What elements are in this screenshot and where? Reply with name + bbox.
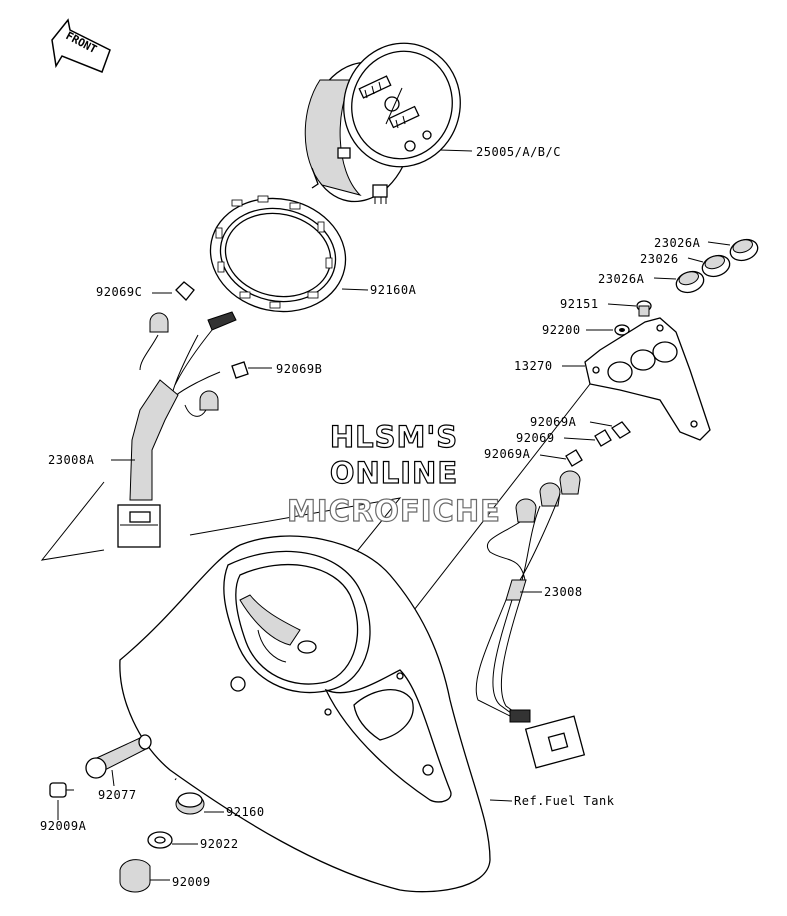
callout-92160: 92160: [226, 805, 265, 819]
callout-92069: 92069: [516, 431, 555, 445]
watermark-line3: MICROFICHE: [287, 494, 501, 528]
callout-13270: 13270: [514, 359, 553, 373]
bracket-hardware: [586, 300, 652, 336]
callout-92009: 92009: [172, 875, 211, 889]
callout-92200: 92200: [542, 323, 581, 337]
callout-92160A: 92160A: [370, 283, 417, 297]
callout-92069A-top: 92069A: [530, 415, 577, 429]
callout-92069C: 92069C: [96, 285, 142, 299]
meter-assembly: [304, 42, 473, 204]
callout-92069A-low: 92069A: [484, 447, 531, 461]
tank-cover: [119, 535, 513, 893]
callout-92077: 92077: [98, 788, 137, 802]
meter-rim-ring: [209, 195, 369, 313]
indicator-lenses: [653, 238, 759, 294]
right-wiring-harness: [475, 421, 631, 769]
callout-23026A-top: 23026A: [654, 236, 701, 250]
front-arrow-icon: FRONT: [51, 18, 111, 73]
callout-23026: 23026: [640, 252, 679, 266]
watermark-line2: ONLINE: [330, 456, 458, 490]
callout-23008A: 23008A: [48, 453, 95, 467]
callout-92069B: 92069B: [276, 362, 322, 376]
callout-ref-fuel-tank: Ref.Fuel Tank: [514, 794, 615, 808]
callout-23008: 23008: [544, 585, 583, 599]
left-wiring-harness: [111, 281, 249, 548]
callout-92022: 92022: [200, 837, 239, 851]
callout-25005: 25005/A/B/C: [476, 145, 561, 159]
watermark: HLSM'S ONLINE MICROFICHE: [286, 419, 501, 528]
meter-bracket-13270: [562, 317, 711, 441]
callout-92009A: 92009A: [40, 819, 87, 833]
watermark-line1: HLSM'S: [330, 420, 458, 454]
callout-23026A-low: 23026A: [598, 272, 645, 286]
bottom-hardware: [49, 734, 224, 893]
callout-92151: 92151: [560, 297, 599, 311]
